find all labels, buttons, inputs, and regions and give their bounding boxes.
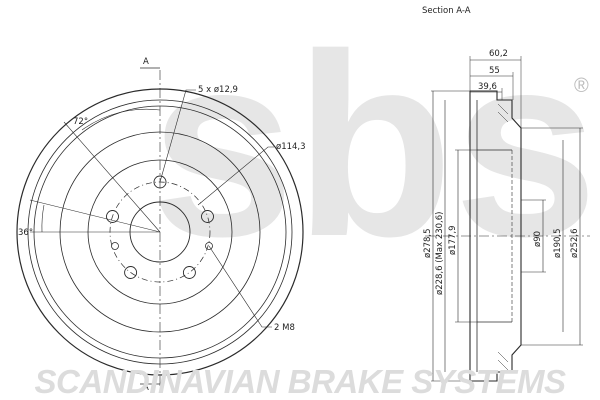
angle-72-label: 72°: [73, 117, 88, 127]
angle-arc-72: [81, 108, 161, 131]
angle-ref-line: [63, 121, 161, 233]
threaded-hole: [205, 242, 213, 250]
dia-228-6-label: ø228,6 (Max 230,6): [435, 212, 445, 295]
footer-brand-text: SCANDINAVIAN BRAKE SYSTEMS: [35, 363, 566, 400]
bolt-holes-callout: 5 x ø12,9: [198, 85, 238, 95]
section-label-top: A: [143, 57, 149, 67]
threaded-hole: [111, 242, 119, 250]
watermark-text: sbs: [150, 1, 598, 291]
section-hatching: [497, 103, 509, 371]
sbs-watermark-logo: sbs: [150, 1, 598, 291]
dia-177-9-label: ø177,9: [448, 225, 458, 255]
registered-mark: ®: [574, 75, 589, 97]
section-view: [425, 56, 590, 382]
dia-190-5-label: ø190,5: [553, 228, 563, 258]
angle-36-label: 36°: [18, 228, 33, 238]
dia-278-5-label: ø278,5: [423, 228, 433, 258]
bolt-hole: [201, 210, 214, 223]
thread-callout: 2 M8: [274, 323, 295, 333]
angle-arc-36: [41, 204, 45, 233]
dim-55-label: 55: [489, 66, 500, 76]
pcd-callout-leader: [197, 146, 274, 206]
front-view: [16, 67, 304, 392]
bolt-callout-leader: [159, 89, 196, 183]
drum-profile-outline: [470, 90, 522, 382]
bolt-hole: [124, 266, 138, 279]
section-label-bottom: A: [143, 383, 149, 393]
bolt-hole: [106, 210, 119, 223]
dim-60-2-label: 60,2: [489, 49, 508, 59]
dim-39-6-label: 39,6: [478, 82, 497, 92]
thread-callout-leader: [208, 245, 272, 328]
dia-252-6-label: ø252,6: [570, 228, 580, 258]
angle-ref-line: [29, 199, 161, 233]
pcd-callout: ø114,3: [276, 142, 306, 152]
bolt-hole: [182, 266, 196, 279]
dia-90-label: ø90: [533, 231, 543, 247]
section-title: Section A-A: [422, 6, 471, 16]
